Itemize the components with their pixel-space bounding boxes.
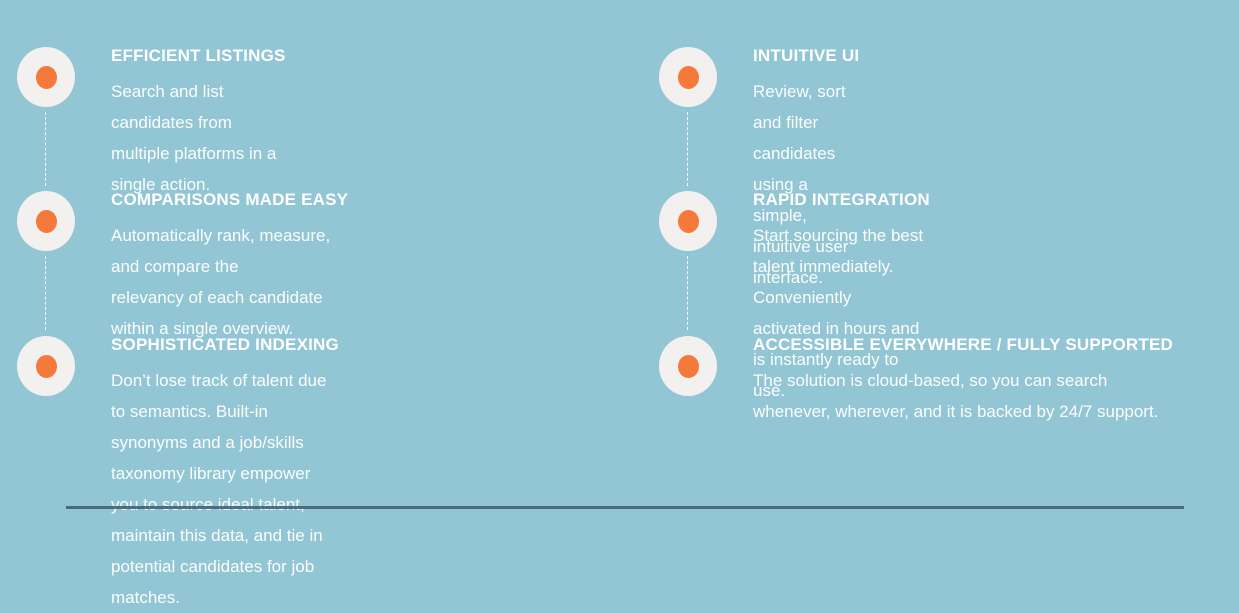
feature-description: Start sourcing the best talent immediate… bbox=[753, 226, 924, 400]
feature-title: RAPID INTEGRATION bbox=[753, 190, 930, 209]
feature-icon-wrap bbox=[659, 188, 717, 330]
feature-description: Don’t lose track of talent due to semant… bbox=[111, 371, 327, 607]
feature-description: Automatically rank, measure, and compare… bbox=[111, 226, 331, 338]
feature-icon-wrap bbox=[17, 44, 75, 186]
feature-description: Review, sort and filter candidates using… bbox=[753, 82, 849, 287]
feature-description: The solution is cloud-based, so you can … bbox=[753, 371, 1159, 421]
orange-dot-icon bbox=[35, 65, 57, 89]
feature-icon-wrap bbox=[659, 44, 717, 186]
feature-text-block: SOPHISTICATED INDEXING Don’t lose track … bbox=[111, 333, 339, 613]
feature-title: EFFICIENT LISTINGS bbox=[111, 46, 286, 65]
feature-row: COMPARISONS MADE EASY Automatically rank… bbox=[17, 188, 348, 344]
feature-title: ACCESSIBLE EVERYWHERE / FULLY SUPPORTED bbox=[753, 335, 1173, 354]
orange-dot-icon bbox=[677, 65, 699, 89]
feature-circle-icon bbox=[17, 336, 75, 396]
orange-dot-icon bbox=[35, 209, 57, 233]
orange-dot-icon bbox=[35, 354, 57, 378]
feature-text-block: INTUITIVE UI Review, sort and filter can… bbox=[753, 44, 859, 293]
orange-dot-icon bbox=[677, 354, 699, 378]
dashed-connector bbox=[45, 256, 46, 330]
feature-text-block: ACCESSIBLE EVERYWHERE / FULLY SUPPORTED … bbox=[753, 333, 1173, 427]
feature-circle-icon bbox=[659, 336, 717, 396]
feature-row: EFFICIENT LISTINGS Search and list candi… bbox=[17, 44, 286, 200]
feature-description: Search and list candidates from multiple… bbox=[111, 82, 277, 194]
feature-icon-wrap bbox=[659, 333, 717, 396]
feature-circle-icon bbox=[659, 47, 717, 107]
feature-text-block: RAPID INTEGRATION Start sourcing the bes… bbox=[753, 188, 930, 406]
feature-row: INTUITIVE UI Review, sort and filter can… bbox=[659, 44, 859, 293]
feature-row: RAPID INTEGRATION Start sourcing the bes… bbox=[659, 188, 930, 406]
features-section: EFFICIENT LISTINGS Search and list candi… bbox=[17, 44, 1184, 607]
dashed-connector bbox=[687, 256, 688, 330]
feature-text-block: COMPARISONS MADE EASY Automatically rank… bbox=[111, 188, 348, 344]
feature-icon-wrap bbox=[17, 333, 75, 396]
dashed-connector bbox=[687, 112, 688, 186]
orange-dot-icon bbox=[677, 209, 699, 233]
feature-title: INTUITIVE UI bbox=[753, 46, 860, 65]
feature-circle-icon bbox=[17, 191, 75, 251]
feature-row: SOPHISTICATED INDEXING Don’t lose track … bbox=[17, 333, 339, 613]
feature-row: ACCESSIBLE EVERYWHERE / FULLY SUPPORTED … bbox=[659, 333, 1173, 427]
feature-circle-icon bbox=[17, 47, 75, 107]
feature-title: SOPHISTICATED INDEXING bbox=[111, 335, 339, 354]
feature-title: COMPARISONS MADE EASY bbox=[111, 190, 349, 209]
feature-circle-icon bbox=[659, 191, 717, 251]
feature-icon-wrap bbox=[17, 188, 75, 330]
dashed-connector bbox=[45, 112, 46, 186]
footer-top-edge bbox=[66, 506, 1184, 509]
feature-text-block: EFFICIENT LISTINGS Search and list candi… bbox=[111, 44, 286, 200]
